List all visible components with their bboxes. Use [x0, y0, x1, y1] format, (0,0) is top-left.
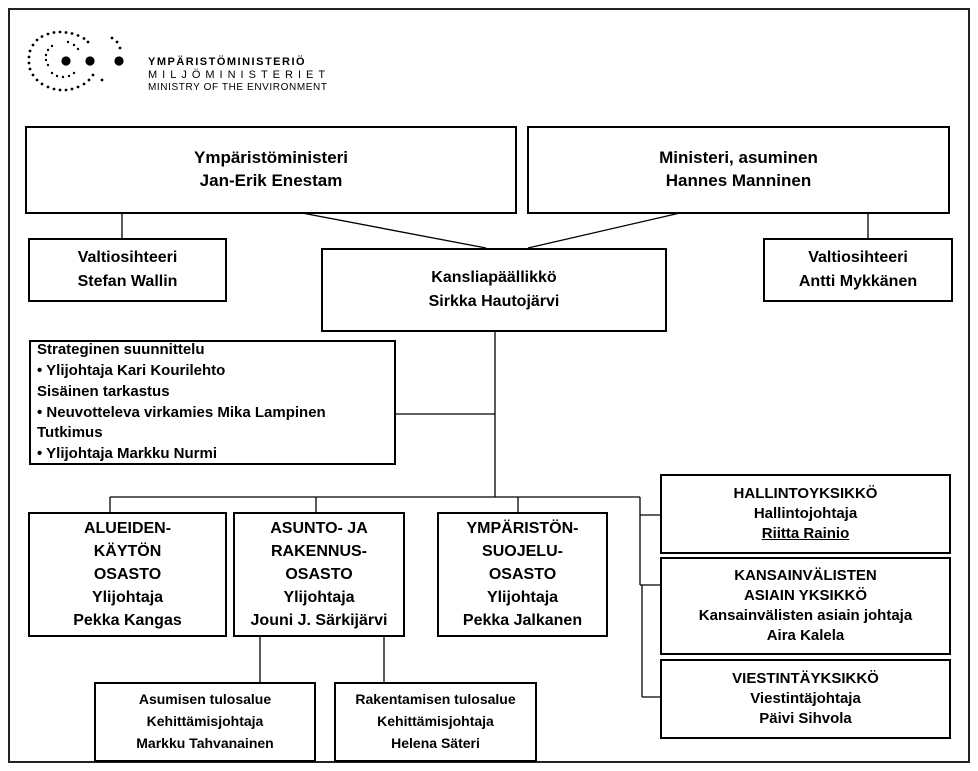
- department-line: OSASTO: [285, 565, 353, 583]
- department-line: Jouni J. Särkijärvi: [250, 612, 388, 630]
- result-area-line: Asumisen tulosalue: [138, 691, 272, 708]
- logo-line-finnish: YMPÄRISTÖMINISTERIÖ: [148, 56, 307, 68]
- secretary-name: Stefan Wallin: [77, 273, 178, 290]
- department-line: ALUEIDEN-: [83, 519, 172, 537]
- result-area-line: Markku Tahvanainen: [136, 734, 274, 751]
- department-line: RAKENNUS-: [271, 542, 367, 560]
- logo-line-swedish: MILJÖMINISTERIET: [148, 69, 331, 81]
- unit-line: HALLINTOYKSIKKÖ: [733, 484, 878, 502]
- department-line: ASUNTO- JA: [270, 519, 368, 537]
- ministry-logo-text: YMPÄRISTÖMINISTERIÖ MILJÖMINISTERIET MIN…: [148, 56, 330, 93]
- secretary-name: Antti Mykkänen: [798, 273, 918, 290]
- department-line: Ylijohtaja: [91, 589, 164, 607]
- unit-line: Kansainvälisten asiain johtaja: [698, 607, 913, 624]
- minister-name: Hannes Manninen: [665, 171, 812, 190]
- department-line: OSASTO: [93, 565, 162, 583]
- department-environmental-protection-box: YMPÄRISTÖN- SUOJELU- OSASTO Ylijohtaja P…: [437, 512, 608, 637]
- state-secretary-left-box: Valtiosihteeri Stefan Wallin: [28, 238, 227, 302]
- department-line: Pekka Kangas: [73, 612, 182, 630]
- department-line: SUOJELU-: [482, 542, 563, 560]
- unit-line: Riitta Rainio: [761, 525, 850, 543]
- department-land-use-box: ALUEIDEN- KÄYTÖN OSASTO Ylijohtaja Pekka…: [28, 512, 227, 637]
- result-area-line: Rakentamisen tulosalue: [355, 691, 516, 708]
- department-line: Pekka Jalkanen: [462, 612, 583, 630]
- staff-line: Tutkimus: [37, 424, 103, 442]
- unit-administration-box: HALLINTOYKSIKKÖ Hallintojohtaja Riitta R…: [660, 474, 951, 554]
- staff-line: Strateginen suunnittelu: [37, 341, 205, 359]
- result-area-line: Helena Säteri: [391, 734, 480, 751]
- staff-line: Sisäinen tarkastus: [37, 382, 170, 400]
- result-area-construction-box: Rakentamisen tulosalue Kehittämisjohtaja…: [334, 682, 537, 762]
- unit-line: VIESTINTÄYKSIKKÖ: [732, 669, 879, 687]
- department-line: Ylijohtaja: [486, 589, 559, 607]
- ministry-logo-icon: [27, 30, 124, 92]
- staff-functions-box: Strateginen suunnittelu • Ylijohtaja Kar…: [29, 340, 396, 465]
- minister-name: Jan-Erik Enestam: [199, 171, 343, 190]
- staff-line: • Neuvotteleva virkamies Mika Lampinen: [37, 403, 326, 421]
- department-line: OSASTO: [488, 565, 557, 583]
- unit-line: Viestintäjohtaja: [750, 689, 861, 707]
- department-line: Ylijohtaja: [283, 589, 355, 607]
- state-secretary-right-box: Valtiosihteeri Antti Mykkänen: [763, 238, 953, 302]
- minister-housing-box: Ministeri, asuminen Hannes Manninen: [527, 126, 950, 214]
- unit-line: KANSAINVÄLISTEN: [734, 566, 877, 584]
- department-line: KÄYTÖN: [93, 542, 162, 560]
- result-area-line: Kehittämisjohtaja: [377, 713, 494, 730]
- secretary-title: Valtiosihteeri: [808, 249, 908, 266]
- staff-line: • Ylijohtaja Kari Kourilehto: [37, 362, 226, 380]
- minister-title: Ympäristöministeri: [194, 148, 348, 168]
- result-area-housing-box: Asumisen tulosalue Kehittämisjohtaja Mar…: [94, 682, 316, 762]
- logo-line-english: MINISTRY OF THE ENVIRONMENT: [148, 82, 328, 93]
- unit-international-affairs-box: KANSAINVÄLISTEN ASIAIN YKSIKKÖ Kansainvä…: [660, 557, 951, 655]
- unit-line: Päivi Sihvola: [759, 710, 852, 728]
- minister-environment-box: Ympäristöministeri Jan-Erik Enestam: [25, 126, 517, 214]
- department-line: YMPÄRISTÖN-: [466, 519, 579, 537]
- secretary-title: Valtiosihteeri: [77, 249, 178, 266]
- org-chart-frame: [8, 8, 970, 763]
- result-area-line: Kehittämisjohtaja: [146, 713, 264, 730]
- permanent-secretary-name: Sirkka Hautojärvi: [428, 293, 560, 310]
- permanent-secretary-title: Kansliapäällikkö: [431, 269, 557, 286]
- unit-line: Aira Kalela: [766, 627, 845, 645]
- permanent-secretary-box: Kansliapäällikkö Sirkka Hautojärvi: [321, 248, 667, 332]
- staff-line: • Ylijohtaja Markku Nurmi: [37, 444, 218, 462]
- unit-line: Hallintojohtaja: [753, 504, 858, 522]
- department-housing-box: ASUNTO- JA RAKENNUS- OSASTO Ylijohtaja J…: [233, 512, 405, 637]
- unit-line: ASIAIN YKSIKKÖ: [743, 586, 868, 604]
- unit-communications-box: VIESTINTÄYKSIKKÖ Viestintäjohtaja Päivi …: [660, 659, 951, 739]
- minister-title: Ministeri, asuminen: [659, 148, 818, 168]
